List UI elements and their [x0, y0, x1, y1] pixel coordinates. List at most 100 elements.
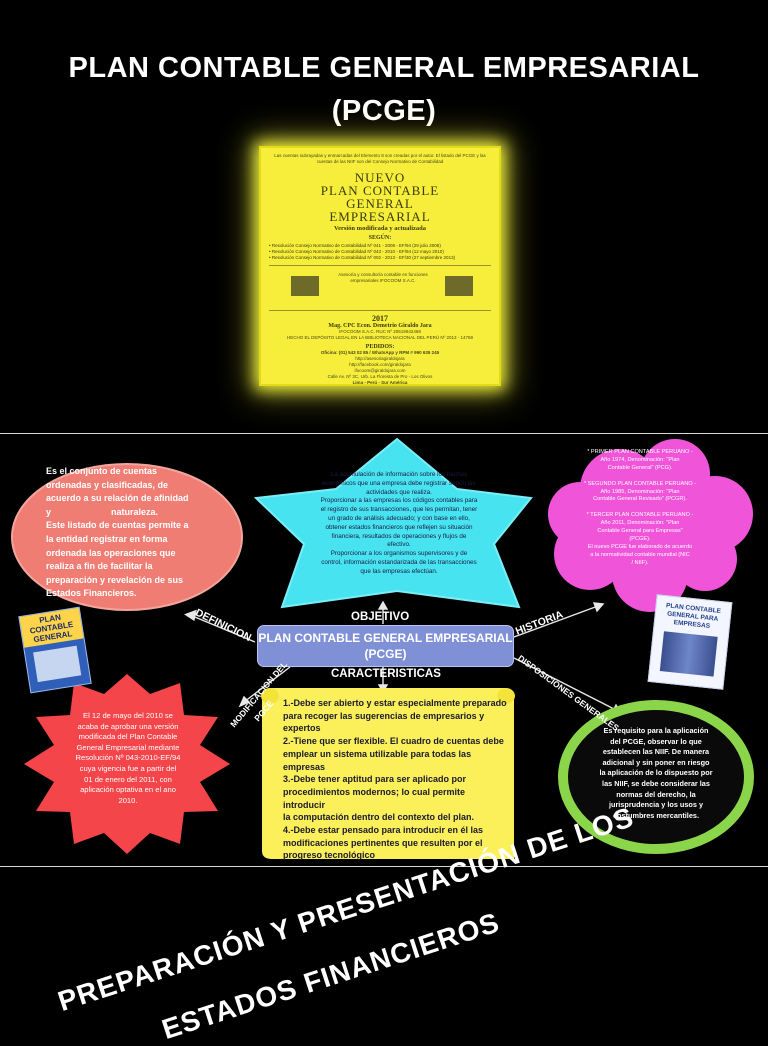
text-line: Este listado de cuentas permite a	[46, 520, 189, 531]
cover-author: Mag. CPC Econ. Demetrio Giraldo Jara	[328, 323, 432, 329]
page-title: PLAN CONTABLE GENERAL EMPRESARIAL	[68, 52, 700, 84]
text-line: la aplicación de lo dispuesto por	[599, 768, 713, 778]
text-line: Es el conjunto de cuentas	[46, 466, 158, 476]
central-node: PLAN CONTABLE GENERAL EMPRESARIAL (PCGE)	[257, 625, 514, 667]
text-line: La acumulación de información sobre los …	[330, 471, 468, 478]
cover-company: IFOCOOM S.A.C. RUC Nº 20519842468	[339, 329, 421, 334]
central-node-line2: (PCGE)	[364, 647, 407, 661]
text-line: 4.-Debe estar pensado para introducir en…	[283, 825, 484, 836]
text-line: económicos que una empresa debe registra…	[322, 479, 476, 487]
cover-year: 2017	[372, 314, 388, 323]
cover-promo: Asesoría y consultoría contable en funci…	[338, 272, 428, 283]
text-line: establecen las NIIF. De manera	[602, 747, 710, 757]
text-line: progreso tecnológico	[283, 850, 376, 861]
text-line: Es requisito para la aplicación	[603, 726, 709, 735]
disposiciones-circle	[558, 700, 754, 854]
cover-resolution: • Resolución Consejo Normativo de Contab…	[269, 243, 441, 248]
label-caracteristicas: CARACTERISTICAS	[331, 668, 441, 680]
text-line: emplear un sistema utilizable para todas…	[283, 748, 472, 759]
mind-map-shapes	[11, 437, 754, 859]
section-divider	[0, 433, 768, 434]
text-line: expertos	[283, 723, 321, 734]
cover-empresarial: EMPRESARIAL	[329, 209, 431, 224]
text-line: costumbres mercantiles.	[613, 810, 699, 820]
text-line: las NIIF, se debe considerar las	[602, 778, 710, 788]
text-line: control, información estandarizada de la…	[321, 558, 477, 566]
cover-emblem-left	[291, 276, 319, 296]
section-divider	[0, 866, 768, 867]
objetivo-text: La acumulación de información sobre los …	[296, 471, 502, 577]
cover-plan-contable: PLAN CONTABLE	[320, 183, 440, 198]
definicion-oval	[11, 463, 243, 611]
cover-address: Calle Av. Nº 3C, Urb. La Floresta de Pro…	[327, 374, 433, 379]
text-line: * PRIMER PLAN CONTABLE PERUANO -	[587, 449, 693, 455]
text-line: la computación dentro del contexto del p…	[283, 812, 475, 823]
cover-contact: http://facebook.com/giraldojara	[349, 362, 411, 367]
text-line: El 12 de mayo del 2010 se	[83, 711, 173, 720]
text-line: preparación y revelación de sus	[46, 574, 184, 585]
caracteristicas-scroll	[262, 688, 514, 859]
text-line: normas del derecho, la	[616, 789, 696, 799]
modificacion-text: El 12 de mayo del 2010 se acaba de aprob…	[60, 711, 196, 806]
cover-phone: Oficina: (01) 543 02 85 / WhatsApp y RPM…	[320, 350, 440, 355]
text-line: que las empresas efectúan.	[360, 567, 438, 575]
book-image-right: PLAN CONTABLE GENERAL PARA EMPRESAS	[647, 594, 733, 690]
text-line: Resolución Nº 043-2010-EF/94	[75, 753, 181, 763]
text-line: empresas	[283, 761, 326, 772]
book-cover-image: Las cuentas subrayadas y enmarcadas del …	[259, 146, 501, 386]
text-line: aplicación optativa en el ano	[80, 785, 176, 795]
book-image-left: PLAN CONTABLE GENERAL	[18, 606, 92, 694]
text-line: Año 1985, Denominación: "Plan	[600, 488, 680, 495]
text-line: la entidad registrar en forma	[46, 533, 168, 544]
text-line: General Empresarial mediante	[76, 742, 180, 752]
text-line: cuya vigencia fue a partir del	[79, 763, 177, 773]
text-line: obtener estados financieros que reflejen…	[325, 523, 473, 531]
text-line: (PCGE).	[629, 535, 651, 542]
cover-resolution: • Resolución Consejo Normativo de Contab…	[269, 249, 444, 254]
cover-pedidos: PEDIDOS:	[365, 344, 395, 350]
modificacion-sun	[24, 674, 230, 854]
text-line: Año 2011, Denominación: "Plan	[600, 520, 680, 527]
cover-contact: http://asesoriagiraldojara	[355, 356, 405, 361]
historia-text: * PRIMER PLAN CONTABLE PERUANO - Año 197…	[565, 449, 715, 568]
text-line: 2010.	[118, 795, 138, 805]
historia-cloud	[548, 439, 753, 612]
text-line: ordenadas y clasificadas, de	[46, 479, 169, 490]
text-line: ordenada las operaciones que	[46, 547, 176, 558]
text-line: del PCGE, observar lo que	[610, 736, 702, 746]
text-line: procedimientos modernos; lo cual permite…	[283, 786, 466, 810]
text-line: adicional y sin poner en riesgo	[602, 757, 710, 767]
text-line: un grado de análisis adecuado; y con bas…	[328, 514, 470, 522]
text-line: * SEGUNDO PLAN CONTABLE PERUANO -	[583, 480, 697, 487]
text-line: Proporcionar a los organismos supervisor…	[330, 550, 468, 558]
text-line: y naturaleza.	[46, 506, 159, 517]
page-subtitle: (PCGE)	[331, 95, 437, 127]
text-line: jurisprudencia y los usos y	[608, 800, 704, 810]
text-line: Contable General Revisado" (PCGR).	[593, 496, 687, 503]
text-line: Proporcionar a las empresas los códigos …	[320, 497, 478, 505]
text-line: para recoger las sugerencias de empresar…	[283, 710, 485, 721]
objetivo-star	[253, 437, 533, 609]
cover-city: Lima - Perú - Sur América	[352, 380, 408, 385]
cover-resolution: • Resolución Consejo Normativo de Contab…	[269, 255, 456, 260]
text-line: 2.-Tiene que ser flexible. El cuadro de …	[283, 736, 504, 747]
label-objetivo: OBJETIVO	[351, 611, 410, 623]
text-line: 1.-Debe ser abierto y estar especialment…	[283, 698, 507, 708]
cover-deposit: HECHO EL DEPÓSITO LEGAL EN LA BIBLIOTECA…	[287, 335, 473, 340]
text-line: / NIIF).	[631, 559, 649, 566]
cover-header: Las cuentas subrayadas y enmarcadas del …	[274, 153, 486, 164]
text-line: 3.-Debe tener aptitud para ser aplicado …	[283, 774, 467, 785]
cover-emblem-right	[445, 276, 473, 296]
text-line: financiera, resultados de operaciones y …	[331, 532, 467, 540]
text-line: acaba de aprobar una versión	[77, 721, 179, 731]
text-line: 01 de enero del 2011, con	[84, 774, 172, 784]
text-line: acuerdo a su relación de afinidad	[46, 493, 189, 504]
text-line: el registro de sus transacciones, que le…	[320, 506, 478, 514]
text-line: Estados Financieros.	[46, 588, 137, 599]
definicion-text: Es el conjunto de cuentas ordenadas y cl…	[46, 465, 202, 601]
cover-contact: ifocoom@giraldojara.com	[354, 368, 406, 373]
text-line: * TERCER PLAN CONTABLE PERUANO -	[586, 512, 694, 519]
disposiciones-text: Es requisito para la aplicación del PCGE…	[590, 726, 722, 821]
text-line: Contable General para Empresas"	[597, 528, 683, 535]
cover-nuevo: NUEVO	[354, 170, 406, 185]
